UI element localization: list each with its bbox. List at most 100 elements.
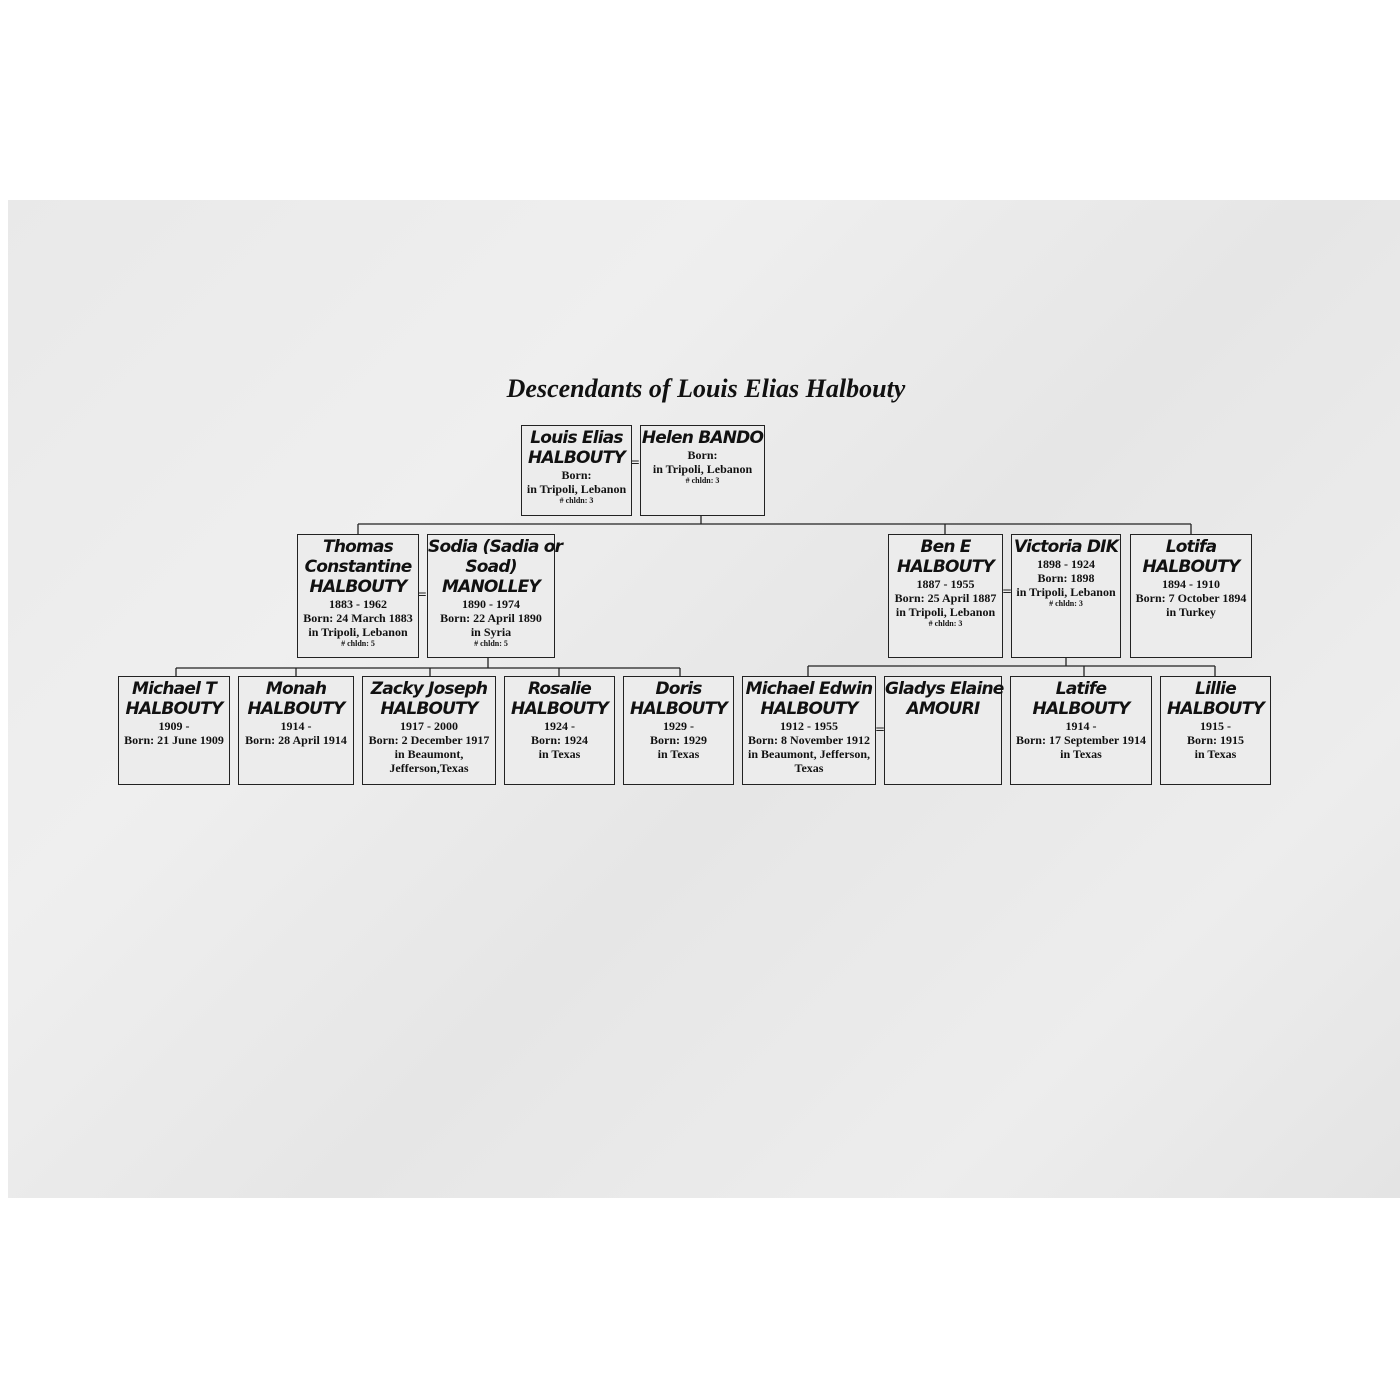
person-box-victoria-dik[interactable]: Victoria DIK 1898 - 1924 Born: 1898 in T… bbox=[1011, 534, 1121, 658]
children-count: # chldn: 3 bbox=[559, 496, 594, 505]
person-detail: in Beaumont, bbox=[394, 747, 464, 761]
person-detail: 1898 - 1924 bbox=[1037, 557, 1095, 571]
person-detail: Born: 17 September 1914 bbox=[1015, 733, 1147, 747]
person-detail: Born: 1929 bbox=[650, 733, 707, 747]
person-detail: Born: 22 April 1890 bbox=[440, 611, 542, 625]
person-name: AMOURI bbox=[906, 699, 981, 719]
person-name: HALBOUTY bbox=[528, 448, 626, 468]
person-name: Michael Edwin bbox=[745, 679, 874, 699]
person-name: Monah bbox=[265, 679, 327, 699]
person-detail: Born: bbox=[561, 468, 592, 482]
person-detail: Born: 2 December 1917 bbox=[368, 733, 490, 747]
person-detail: in Tripoli, Lebanon bbox=[526, 482, 627, 496]
person-name: HALBOUTY bbox=[760, 699, 859, 719]
children-count: # chldn: 3 bbox=[928, 619, 963, 628]
person-detail: Born: 25 April 1887 bbox=[894, 591, 997, 605]
person-name: Lotifa bbox=[1165, 537, 1217, 557]
person-detail: Jefferson,Texas bbox=[389, 761, 469, 775]
children-count: # chldn: 3 bbox=[1049, 599, 1083, 608]
person-box-lillie-halbouty[interactable]: Lillie HALBOUTY 1915 - Born: 1915 in Tex… bbox=[1160, 676, 1271, 785]
person-name: Doris bbox=[655, 679, 702, 699]
person-name: HALBOUTY bbox=[1142, 557, 1241, 577]
person-detail: in Texas bbox=[1060, 747, 1102, 761]
person-detail: Born: 8 November 1912 bbox=[747, 733, 871, 747]
person-detail: 1894 - 1910 bbox=[1162, 577, 1220, 591]
person-name: HALBOUTY bbox=[247, 699, 346, 719]
person-name: HALBOUTY bbox=[125, 699, 224, 719]
children-count: # chldn: 5 bbox=[474, 639, 508, 648]
spouse-marker: = bbox=[1002, 584, 1013, 598]
person-detail: 1912 - 1955 bbox=[780, 719, 838, 733]
person-box-lotifa-halbouty[interactable]: Lotifa HALBOUTY 1894 - 1910 Born: 7 Octo… bbox=[1130, 534, 1252, 658]
person-detail: 1929 - bbox=[663, 719, 694, 733]
person-detail: in Texas bbox=[657, 747, 700, 761]
person-detail: Born: 24 March 1883 bbox=[303, 611, 413, 625]
person-detail: 1917 - 2000 bbox=[400, 719, 458, 733]
person-detail: Texas bbox=[794, 761, 824, 775]
person-detail: 1909 - bbox=[158, 719, 190, 733]
person-name: HALBOUTY bbox=[630, 699, 728, 719]
person-name: HALBOUTY bbox=[511, 699, 609, 719]
person-name: Ben E bbox=[920, 537, 971, 557]
person-name: HALBOUTY bbox=[1167, 699, 1265, 719]
person-box-michael-edwin-halbouty[interactable]: Michael Edwin HALBOUTY 1912 - 1955 Born:… bbox=[742, 676, 876, 785]
person-name: HALBOUTY bbox=[1032, 699, 1131, 719]
person-box-gladys-elaine-amouri[interactable]: Gladys Elaine AMOURI bbox=[884, 676, 1004, 785]
person-detail: 1883 - 1962 bbox=[329, 597, 387, 611]
person-box-ben-e-halbouty[interactable]: Ben E HALBOUTY 1887 - 1955 Born: 25 Apri… bbox=[888, 534, 1003, 658]
person-name: Louis Elias bbox=[530, 428, 623, 448]
person-box-rosalie-halbouty[interactable]: Rosalie HALBOUTY 1924 - Born: 1924 in Te… bbox=[504, 676, 615, 785]
person-box-sodia-manolley[interactable]: Sodia (Sadia or Soad) MANOLLEY 1890 - 19… bbox=[427, 534, 563, 658]
person-detail: in Tripoli, Lebanon bbox=[308, 625, 408, 639]
person-box-louis-elias-halbouty[interactable]: Louis Elias HALBOUTY Born: in Tripoli, L… bbox=[521, 425, 632, 516]
person-name: Sodia (Sadia or bbox=[428, 537, 563, 557]
person-detail: Born: 1924 bbox=[531, 733, 588, 747]
person-name: Michael T bbox=[131, 679, 217, 699]
person-detail: in Texas bbox=[538, 747, 581, 761]
spouse-marker: = bbox=[417, 587, 428, 601]
spouse-marker: = bbox=[875, 722, 886, 736]
person-detail: in Syria bbox=[470, 625, 512, 639]
chart-title: Descendants of Louis Elias Halbouty bbox=[506, 374, 906, 403]
person-name: HALBOUTY bbox=[380, 699, 479, 719]
person-detail: Born: 1898 bbox=[1037, 571, 1095, 585]
person-name: Latife bbox=[1055, 679, 1107, 699]
person-box-michael-t-halbouty[interactable]: Michael T HALBOUTY 1909 - Born: 21 June … bbox=[118, 676, 230, 785]
person-box-latife-halbouty[interactable]: Latife HALBOUTY 1914 - Born: 17 Septembe… bbox=[1010, 676, 1152, 785]
person-detail: 1887 - 1955 bbox=[916, 577, 975, 591]
person-detail: in Turkey bbox=[1166, 605, 1216, 619]
children-count: # chldn: 3 bbox=[685, 476, 720, 485]
person-detail: 1890 - 1974 bbox=[462, 597, 520, 611]
person-box-helen-bando[interactable]: Helen BANDO Born: in Tripoli, Lebanon # … bbox=[640, 425, 765, 516]
person-detail: Born: 28 April 1914 bbox=[245, 733, 347, 747]
person-detail: Born: 21 June 1909 bbox=[124, 733, 224, 747]
person-name: Lillie bbox=[1195, 679, 1237, 699]
person-detail: in Tripoli, Lebanon bbox=[1016, 585, 1116, 599]
person-name: Helen BANDO bbox=[641, 428, 764, 448]
person-detail: Born: bbox=[687, 448, 718, 462]
person-name: Thomas bbox=[323, 537, 394, 557]
person-box-thomas-constantine-halbouty[interactable]: Thomas Constantine HALBOUTY 1883 - 1962 … bbox=[297, 534, 419, 658]
person-name: MANOLLEY bbox=[442, 577, 541, 597]
person-box-doris-halbouty[interactable]: Doris HALBOUTY 1929 - Born: 1929 in Texa… bbox=[623, 676, 734, 785]
children-count: # chldn: 5 bbox=[341, 639, 375, 648]
person-name: HALBOUTY bbox=[309, 577, 408, 597]
person-detail: Born: 7 October 1894 bbox=[1135, 591, 1247, 605]
person-name: Soad) bbox=[465, 557, 517, 577]
person-name: Constantine bbox=[304, 557, 413, 577]
person-detail: 1924 - bbox=[544, 719, 575, 733]
person-detail: in Tripoli, Lebanon bbox=[895, 605, 996, 619]
person-box-monah-halbouty[interactable]: Monah HALBOUTY 1914 - Born: 28 April 191… bbox=[238, 676, 354, 785]
person-name: HALBOUTY bbox=[897, 557, 995, 577]
person-detail: in Texas bbox=[1194, 747, 1237, 761]
person-detail: in Beaumont, Jefferson, bbox=[748, 747, 870, 761]
person-name: Zacky Joseph bbox=[370, 679, 488, 699]
person-detail: 1914 - bbox=[1065, 719, 1097, 733]
spouse-marker: = bbox=[630, 455, 641, 469]
person-box-zacky-joseph-halbouty[interactable]: Zacky Joseph HALBOUTY 1917 - 2000 Born: … bbox=[362, 676, 496, 785]
person-name: Victoria DIK bbox=[1013, 537, 1119, 557]
person-name: Gladys Elaine bbox=[885, 679, 1004, 699]
person-detail: Born: 1915 bbox=[1187, 733, 1244, 747]
person-detail: 1914 - bbox=[280, 719, 312, 733]
